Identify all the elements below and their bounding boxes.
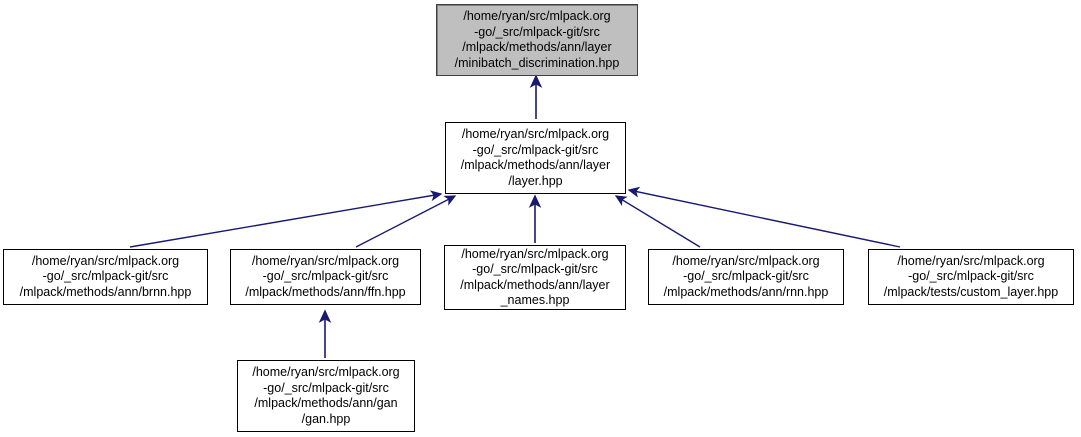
node-ffn-hpp[interactable]: /home/ryan/src/mlpack.org -go/_src/mlpac…	[230, 249, 421, 305]
node-line: /home/ryan/src/mlpack.org	[672, 253, 820, 268]
node-line: -go/_src/mlpack-git/src	[472, 262, 598, 276]
node-minibatch-discrimination-hpp[interactable]: /home/ryan/src/mlpack.org -go/_src/mlpac…	[436, 4, 638, 76]
node-line: /gan.hpp	[301, 411, 351, 426]
node-line: /mlpack/methods/ann/brnn.hpp	[19, 284, 192, 299]
edge-brnn-to-layer	[129, 190, 443, 248]
edge-ffn-to-layer	[355, 195, 457, 248]
node-layer-names-hpp[interactable]: /home/ryan/src/mlpack.org -go/_src/mlpac…	[444, 245, 626, 310]
node-line: -go/_src/mlpack-git/src	[42, 269, 169, 284]
node-gan-hpp[interactable]: /home/ryan/src/mlpack.org -go/_src/mlpac…	[237, 360, 415, 432]
node-line: /mlpack/methods/ann/layer	[460, 277, 610, 292]
node-line: -go/_src/mlpack-git/src	[908, 269, 1034, 284]
node-line: /home/ryan/src/mlpack.org	[461, 246, 609, 261]
node-line: -go/_src/mlpack-git/src	[263, 380, 389, 395]
node-line: /mlpack/methods/ann/gan	[254, 396, 398, 410]
node-line: /layer.hpp	[508, 173, 563, 188]
node-line: -go/_src/mlpack-git/src	[472, 142, 599, 157]
node-rnn-hpp[interactable]: /home/ryan/src/mlpack.org -go/_src/mlpac…	[648, 249, 844, 305]
node-line: _names.hpp	[500, 293, 570, 307]
node-line: /mlpack/methods/ann/layer	[462, 40, 612, 54]
node-line: -go/_src/mlpack-git/src	[474, 24, 600, 39]
node-line: /mlpack/methods/ann/ffn.hpp	[245, 284, 406, 299]
node-line: /minibatch_discrimination.hpp	[454, 55, 620, 70]
edge-custom-layer-to-layer	[627, 186, 901, 248]
node-line: /home/ryan/src/mlpack.org	[897, 253, 1045, 268]
node-line: /home/ryan/src/mlpack.org	[251, 253, 400, 268]
node-line: /home/ryan/src/mlpack.org	[31, 253, 180, 268]
node-line: /home/ryan/src/mlpack.org	[461, 127, 610, 141]
node-line: -go/_src/mlpack-git/src	[262, 269, 389, 284]
node-line: /home/ryan/src/mlpack.org	[463, 9, 611, 23]
node-line: -go/_src/mlpack-git/src	[683, 269, 809, 284]
node-line: /mlpack/methods/ann/rnn.hpp	[663, 284, 829, 299]
node-custom-layer-hpp[interactable]: /home/ryan/src/mlpack.org -go/_src/mlpac…	[868, 249, 1074, 305]
node-line: /home/ryan/src/mlpack.org	[252, 365, 400, 379]
node-brnn-hpp[interactable]: /home/ryan/src/mlpack.org -go/_src/mlpac…	[3, 249, 208, 305]
node-line: /mlpack/tests/custom_layer.hpp	[883, 284, 1059, 299]
node-line: /mlpack/methods/ann/layer	[460, 158, 611, 172]
edge-rnn-to-layer	[614, 195, 701, 248]
node-layer-hpp[interactable]: /home/ryan/src/mlpack.org -go/_src/mlpac…	[445, 122, 626, 194]
